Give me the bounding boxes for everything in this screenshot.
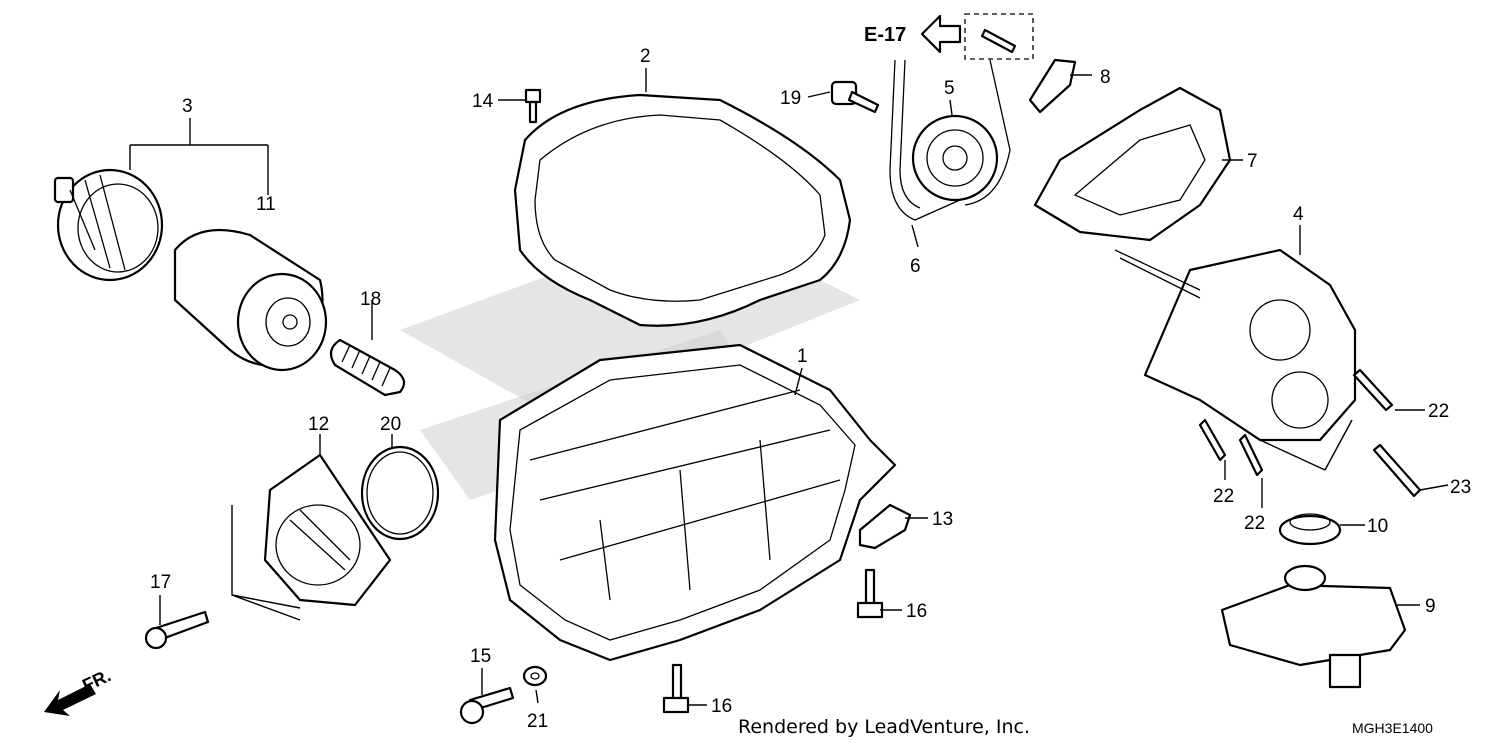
front-direction-indicator: FR. bbox=[44, 665, 114, 716]
part-13-clamp bbox=[858, 503, 912, 550]
callout-10: 10 bbox=[1367, 516, 1388, 537]
reference-arrow-icon bbox=[920, 14, 962, 54]
part-21-washer bbox=[522, 665, 548, 687]
leader-lines bbox=[129, 68, 1449, 706]
callout-18: 18 bbox=[360, 289, 381, 310]
part-8-guide bbox=[964, 13, 1077, 114]
callout-1: 1 bbox=[797, 346, 808, 367]
callout-14: 14 bbox=[472, 91, 494, 112]
part-11-oil-filter bbox=[173, 228, 328, 372]
callout-23: 23 bbox=[1450, 477, 1471, 498]
footer-credit: Rendered by LeadVenture, Inc. bbox=[738, 716, 1030, 738]
part-1-oil-pan bbox=[493, 343, 897, 662]
callout-22a: 22 bbox=[1428, 401, 1449, 422]
part-23-bolt bbox=[1372, 443, 1422, 498]
callout-6: 6 bbox=[910, 256, 921, 277]
callout-21: 21 bbox=[527, 711, 548, 732]
part-14-bolt bbox=[524, 88, 542, 124]
reference-e17[interactable]: E-17 bbox=[864, 14, 962, 54]
part-16-bolt-b bbox=[662, 663, 690, 714]
callout-22c: 22 bbox=[1244, 513, 1265, 534]
part-10-seal bbox=[1278, 513, 1342, 546]
callout-11: 11 bbox=[256, 194, 276, 215]
front-arrow-icon bbox=[44, 684, 96, 716]
part-4-oil-pump bbox=[1114, 248, 1357, 442]
part-6-chain bbox=[889, 59, 1011, 221]
part-16-bolt-a bbox=[856, 568, 884, 619]
part-18-pipe bbox=[329, 338, 406, 397]
callout-2: 2 bbox=[640, 46, 651, 67]
callout-20: 20 bbox=[380, 414, 401, 435]
callout-7: 7 bbox=[1247, 151, 1258, 172]
callout-13: 13 bbox=[932, 509, 953, 530]
diagram-code: MGH3E1400 bbox=[1352, 720, 1433, 736]
callout-19: 19 bbox=[780, 88, 801, 109]
callout-9: 9 bbox=[1425, 596, 1436, 617]
callout-3: 3 bbox=[182, 96, 193, 117]
callout-16a: 16 bbox=[906, 601, 927, 622]
callout-4: 4 bbox=[1293, 204, 1304, 225]
part-15-bolt bbox=[459, 686, 515, 725]
callout-15: 15 bbox=[470, 646, 491, 667]
part-5-sprocket bbox=[911, 114, 999, 202]
part-19-bolt bbox=[830, 80, 880, 114]
callout-17: 17 bbox=[150, 572, 171, 593]
part-9-strainer bbox=[1220, 564, 1407, 689]
callout-12: 12 bbox=[308, 414, 329, 435]
callout-8: 8 bbox=[1100, 67, 1111, 88]
reference-label: E-17 bbox=[864, 24, 906, 46]
part-12-cover bbox=[263, 453, 392, 607]
part-20-o-ring bbox=[360, 445, 440, 541]
callout-16b: 16 bbox=[711, 696, 732, 717]
callout-5: 5 bbox=[944, 78, 955, 99]
part-3-filter-housing bbox=[53, 168, 164, 282]
part-7-gasket bbox=[1033, 86, 1232, 242]
part-17-bolt bbox=[144, 610, 210, 650]
part-2-gasket bbox=[513, 93, 852, 327]
callout-22b: 22 bbox=[1213, 486, 1234, 507]
part-22-bolts bbox=[1198, 368, 1394, 477]
